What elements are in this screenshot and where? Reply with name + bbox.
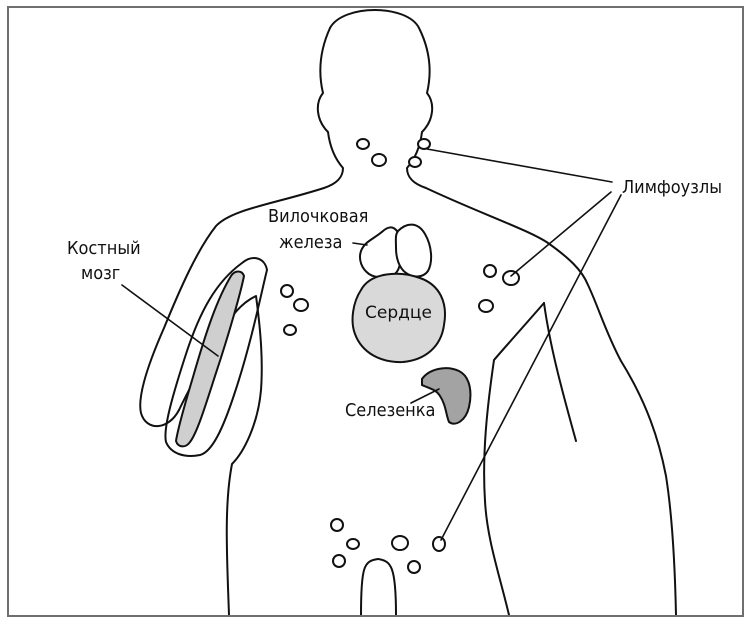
lymph-node bbox=[409, 157, 421, 167]
lymph-node bbox=[479, 300, 493, 312]
lymph-node bbox=[372, 154, 386, 166]
lymph-node bbox=[284, 325, 296, 335]
heart-label: Сердце bbox=[365, 303, 432, 323]
lymph-node bbox=[331, 519, 343, 531]
spleen-label: Селезенка bbox=[345, 400, 435, 421]
bone-marrow-label-line-1: Костный bbox=[67, 238, 141, 259]
lymph-node bbox=[281, 285, 293, 297]
lymph-node bbox=[392, 536, 408, 550]
lymphatic-diagram: Вилочковая железа Сердце Селезенка Костн… bbox=[9, 8, 742, 615]
thymus bbox=[360, 225, 431, 278]
lymph-node bbox=[408, 561, 420, 573]
lymph-node bbox=[294, 299, 308, 311]
bone-marrow-label-line-2: мозг bbox=[81, 263, 120, 284]
lymph-node bbox=[503, 271, 519, 285]
lymph-nodes-label: Лимфоузлы bbox=[622, 177, 722, 198]
diagram-frame: Вилочковая железа Сердце Селезенка Костн… bbox=[7, 6, 744, 617]
lymph-node bbox=[357, 139, 369, 149]
lymph-node bbox=[418, 139, 430, 149]
thymus-label-line-2: железа bbox=[279, 232, 342, 253]
thymus-label-line-1: Вилочковая bbox=[268, 206, 368, 227]
lymph-node bbox=[347, 539, 359, 549]
lymph-node bbox=[433, 537, 445, 551]
lymph-node bbox=[333, 555, 345, 567]
lymph-node bbox=[484, 265, 496, 277]
